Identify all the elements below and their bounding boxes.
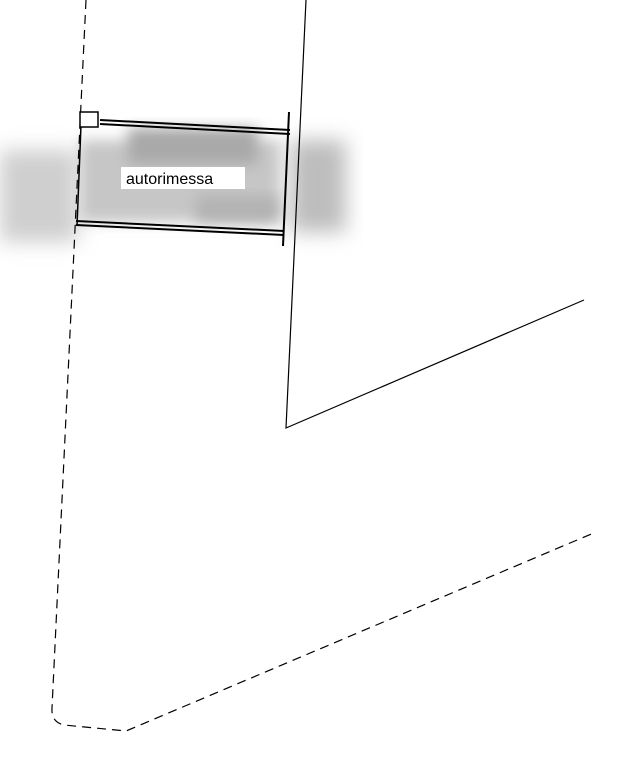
redacted-left — [0, 150, 78, 242]
room-wall-bottom-inner — [75, 224, 285, 236]
redacted-room-top — [128, 128, 258, 164]
room-wall-right — [282, 111, 290, 247]
dashed-boundary — [51, 0, 597, 732]
room-wall-left — [76, 124, 82, 227]
room-wall-top-outer — [99, 119, 291, 131]
room-wall-bottom-outer — [75, 220, 285, 232]
room-label: autorimessa — [126, 171, 213, 188]
building-outline — [285, 0, 585, 429]
room-wall-top-inner — [99, 123, 291, 135]
corner-marker — [79, 111, 99, 128]
redacted-room-bottom — [196, 196, 278, 222]
garage-room — [75, 111, 291, 247]
room-label-bg — [121, 167, 245, 189]
